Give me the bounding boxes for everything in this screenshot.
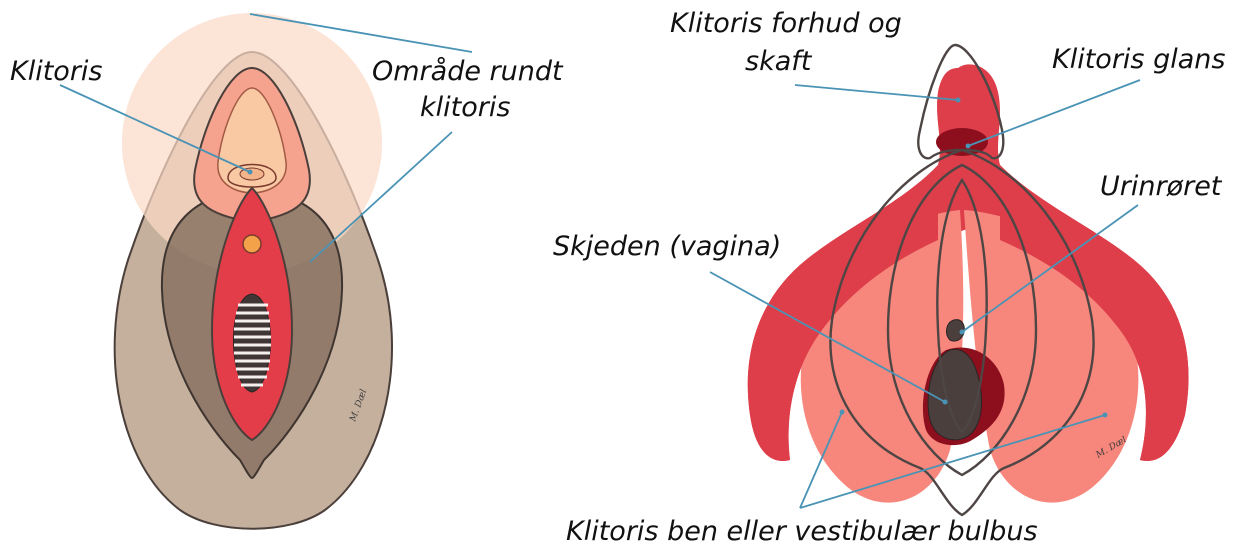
label-clitoris-glans: Klitoris glans (1052, 44, 1225, 75)
label-hood-shaft-line1: Klitoris forhud og (670, 8, 902, 39)
hood-pointer (795, 85, 958, 100)
label-area-around-clitoris-line2: klitoris (420, 92, 510, 123)
label-vagina: Skjeden (vagina) (553, 231, 781, 262)
urethral-opening (243, 235, 261, 253)
label-urethra: Urinrøret (1100, 171, 1223, 202)
label-vestibular-bulbs: Klitoris ben eller vestibulær bulbus (566, 516, 1038, 547)
label-area-around-clitoris-line1: Område rundt (372, 56, 564, 87)
vulva-illustration: M. Dæl (115, 13, 392, 529)
label-clitoris: Klitoris (10, 56, 102, 87)
clitoris-pointer-dot (248, 170, 253, 175)
label-hood-shaft-line2: skaft (745, 46, 813, 77)
clitoris-anatomy-illustration: M. Dæl (748, 45, 1189, 515)
